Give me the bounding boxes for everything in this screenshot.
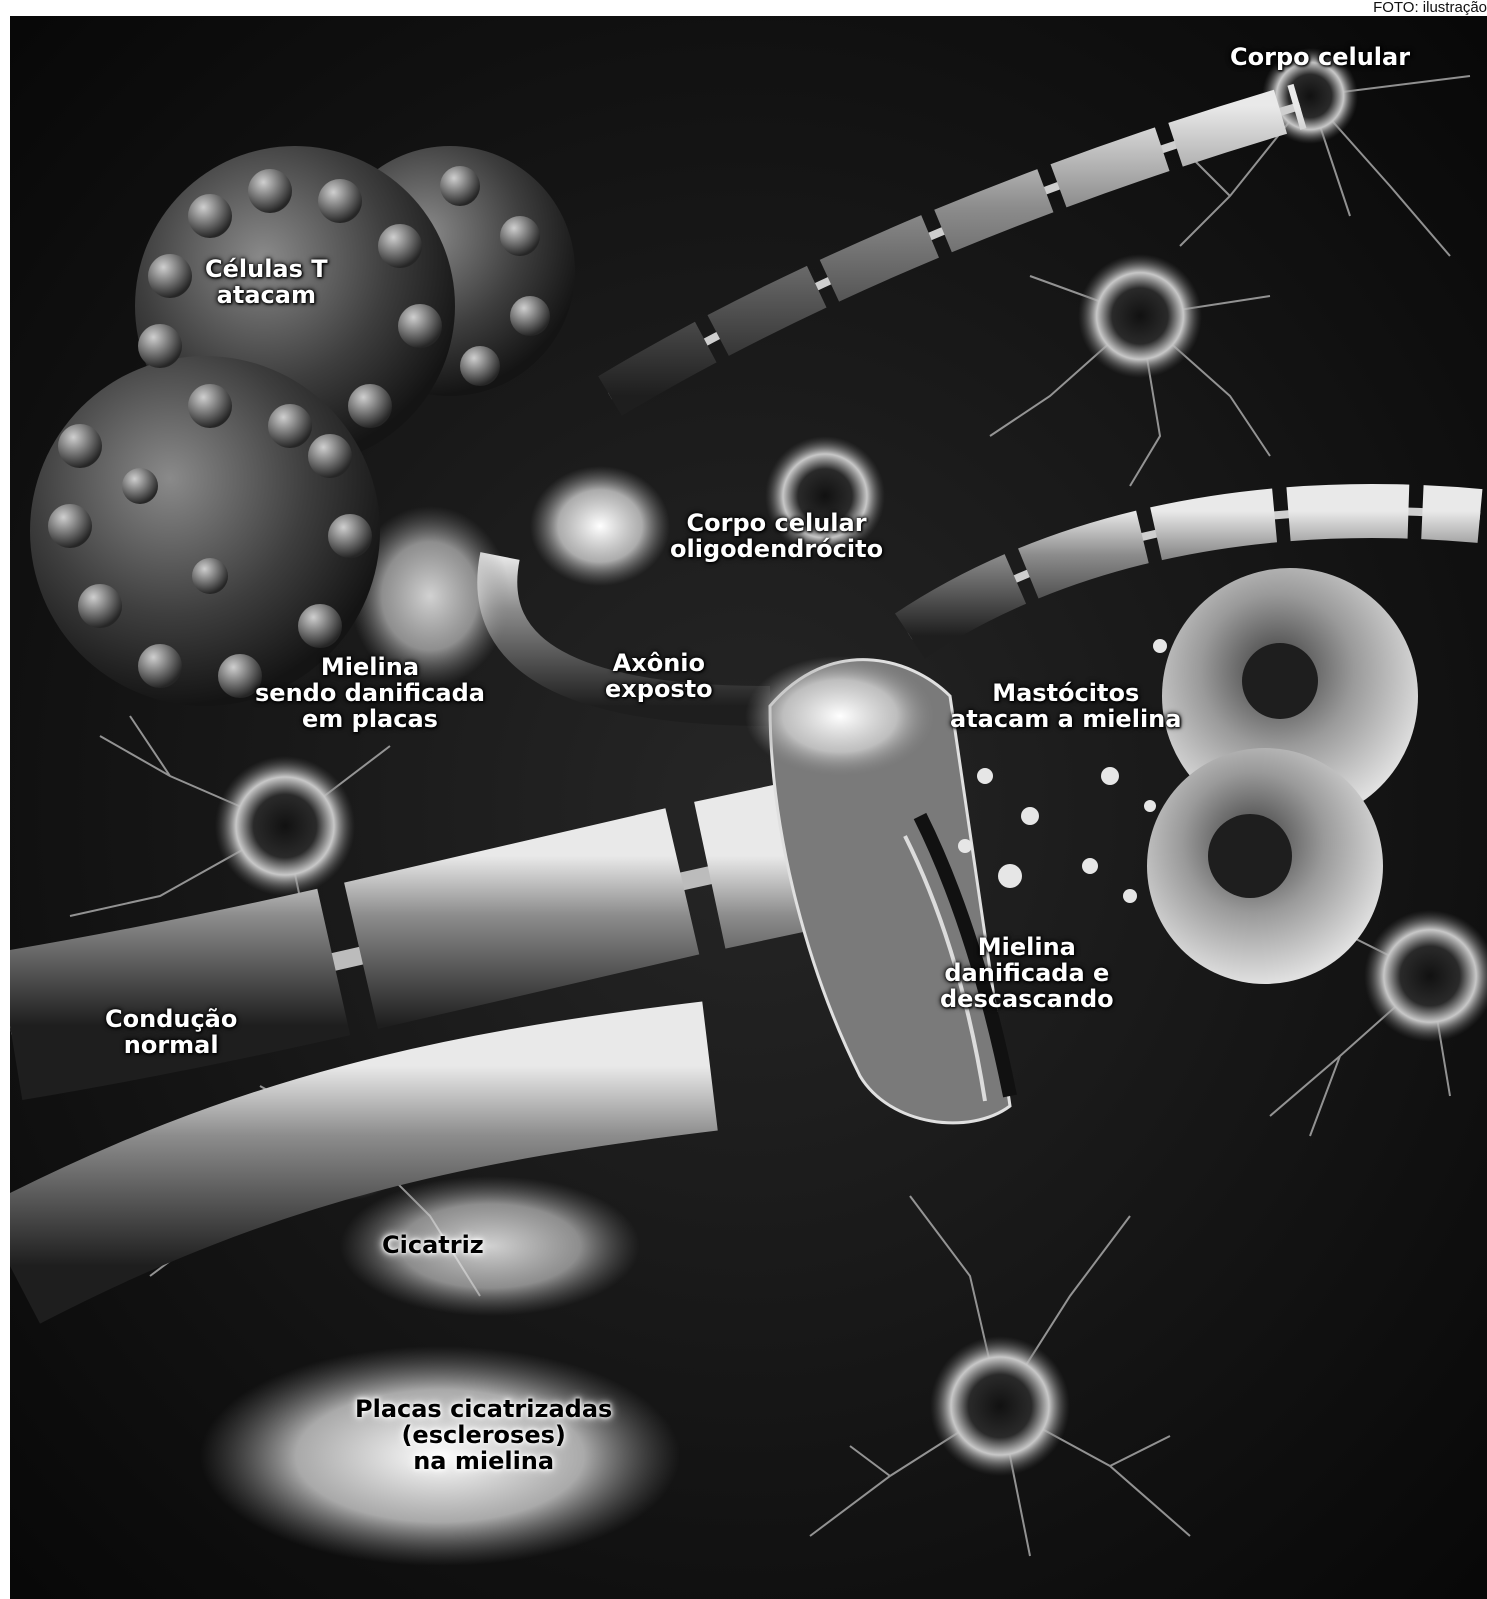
photo-credit: FOTO: ilustração bbox=[1373, 0, 1487, 16]
label-placas-cicatrizadas: Placas cicatrizadas (escleroses) na miel… bbox=[355, 1396, 612, 1474]
label-conducao-normal: Condução normal bbox=[105, 1006, 237, 1058]
label-mielina-placas: Mielina sendo danificada em placas bbox=[255, 654, 485, 732]
label-celulas-t: Células T atacam bbox=[205, 256, 328, 308]
label-oligodendrocito: Corpo celular oligodendrócito bbox=[670, 510, 883, 562]
label-corpo-celular: Corpo celular bbox=[1230, 44, 1410, 70]
label-axonio-exposto: Axônio exposto bbox=[605, 650, 713, 702]
label-mastocitos: Mastócitos atacam a mielina bbox=[950, 680, 1181, 732]
label-mielina-descascando: Mielina danificada e descascando bbox=[940, 934, 1114, 1012]
illustration-panel: Corpo celular Células T atacam Corpo cel… bbox=[10, 16, 1487, 1599]
label-cicatriz: Cicatriz bbox=[382, 1232, 484, 1258]
neuron-illustration bbox=[10, 16, 1487, 1599]
